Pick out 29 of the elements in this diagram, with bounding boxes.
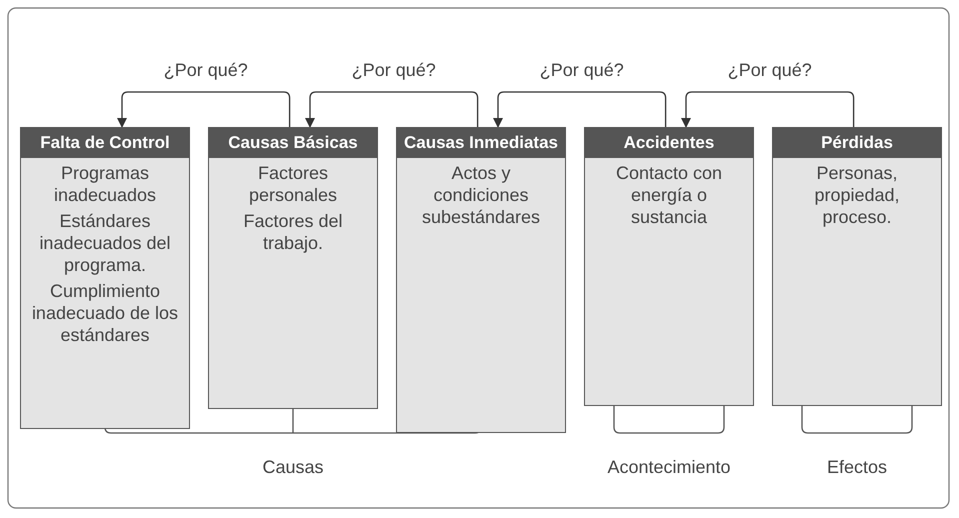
group-label: Causas xyxy=(262,457,324,478)
box-header: Falta de Control xyxy=(21,128,189,158)
box-text: Actos y condiciones subestándares xyxy=(420,162,542,228)
arrow xyxy=(117,91,290,128)
box-header: Accidentes xyxy=(585,128,753,158)
box-text: Cumplimiento inadecuado de los estándares xyxy=(30,280,180,346)
edge-label: ¿Por qué? xyxy=(540,60,624,81)
box-header: Causas Básicas xyxy=(209,128,377,158)
group-label: Efectos xyxy=(826,457,888,478)
box-text: Factores personales xyxy=(248,162,338,206)
arrow xyxy=(305,91,478,128)
box-text: Personas, propiedad, proceso. xyxy=(813,162,901,228)
box-header: Causas Inmediatas xyxy=(397,128,565,158)
box-text: Factores del trabajo. xyxy=(242,210,344,254)
edge-label: ¿Por qué? xyxy=(164,60,248,81)
arrow xyxy=(681,91,854,128)
box-text: Estándares inadecuados del programa. xyxy=(38,210,172,276)
process-box xyxy=(396,127,566,433)
box-text: Programas inadecuados xyxy=(52,162,158,206)
edge-label: ¿Por qué? xyxy=(728,60,812,81)
process-box xyxy=(584,127,754,406)
group-label: Acontecimiento xyxy=(607,457,731,478)
box-text: Contacto con energía o sustancia xyxy=(614,162,724,228)
process-box xyxy=(772,127,942,406)
box-header: Pérdidas xyxy=(773,128,941,158)
process-box xyxy=(208,127,378,409)
arrow xyxy=(493,91,666,128)
edge-label: ¿Por qué? xyxy=(352,60,436,81)
process-box xyxy=(20,127,190,429)
